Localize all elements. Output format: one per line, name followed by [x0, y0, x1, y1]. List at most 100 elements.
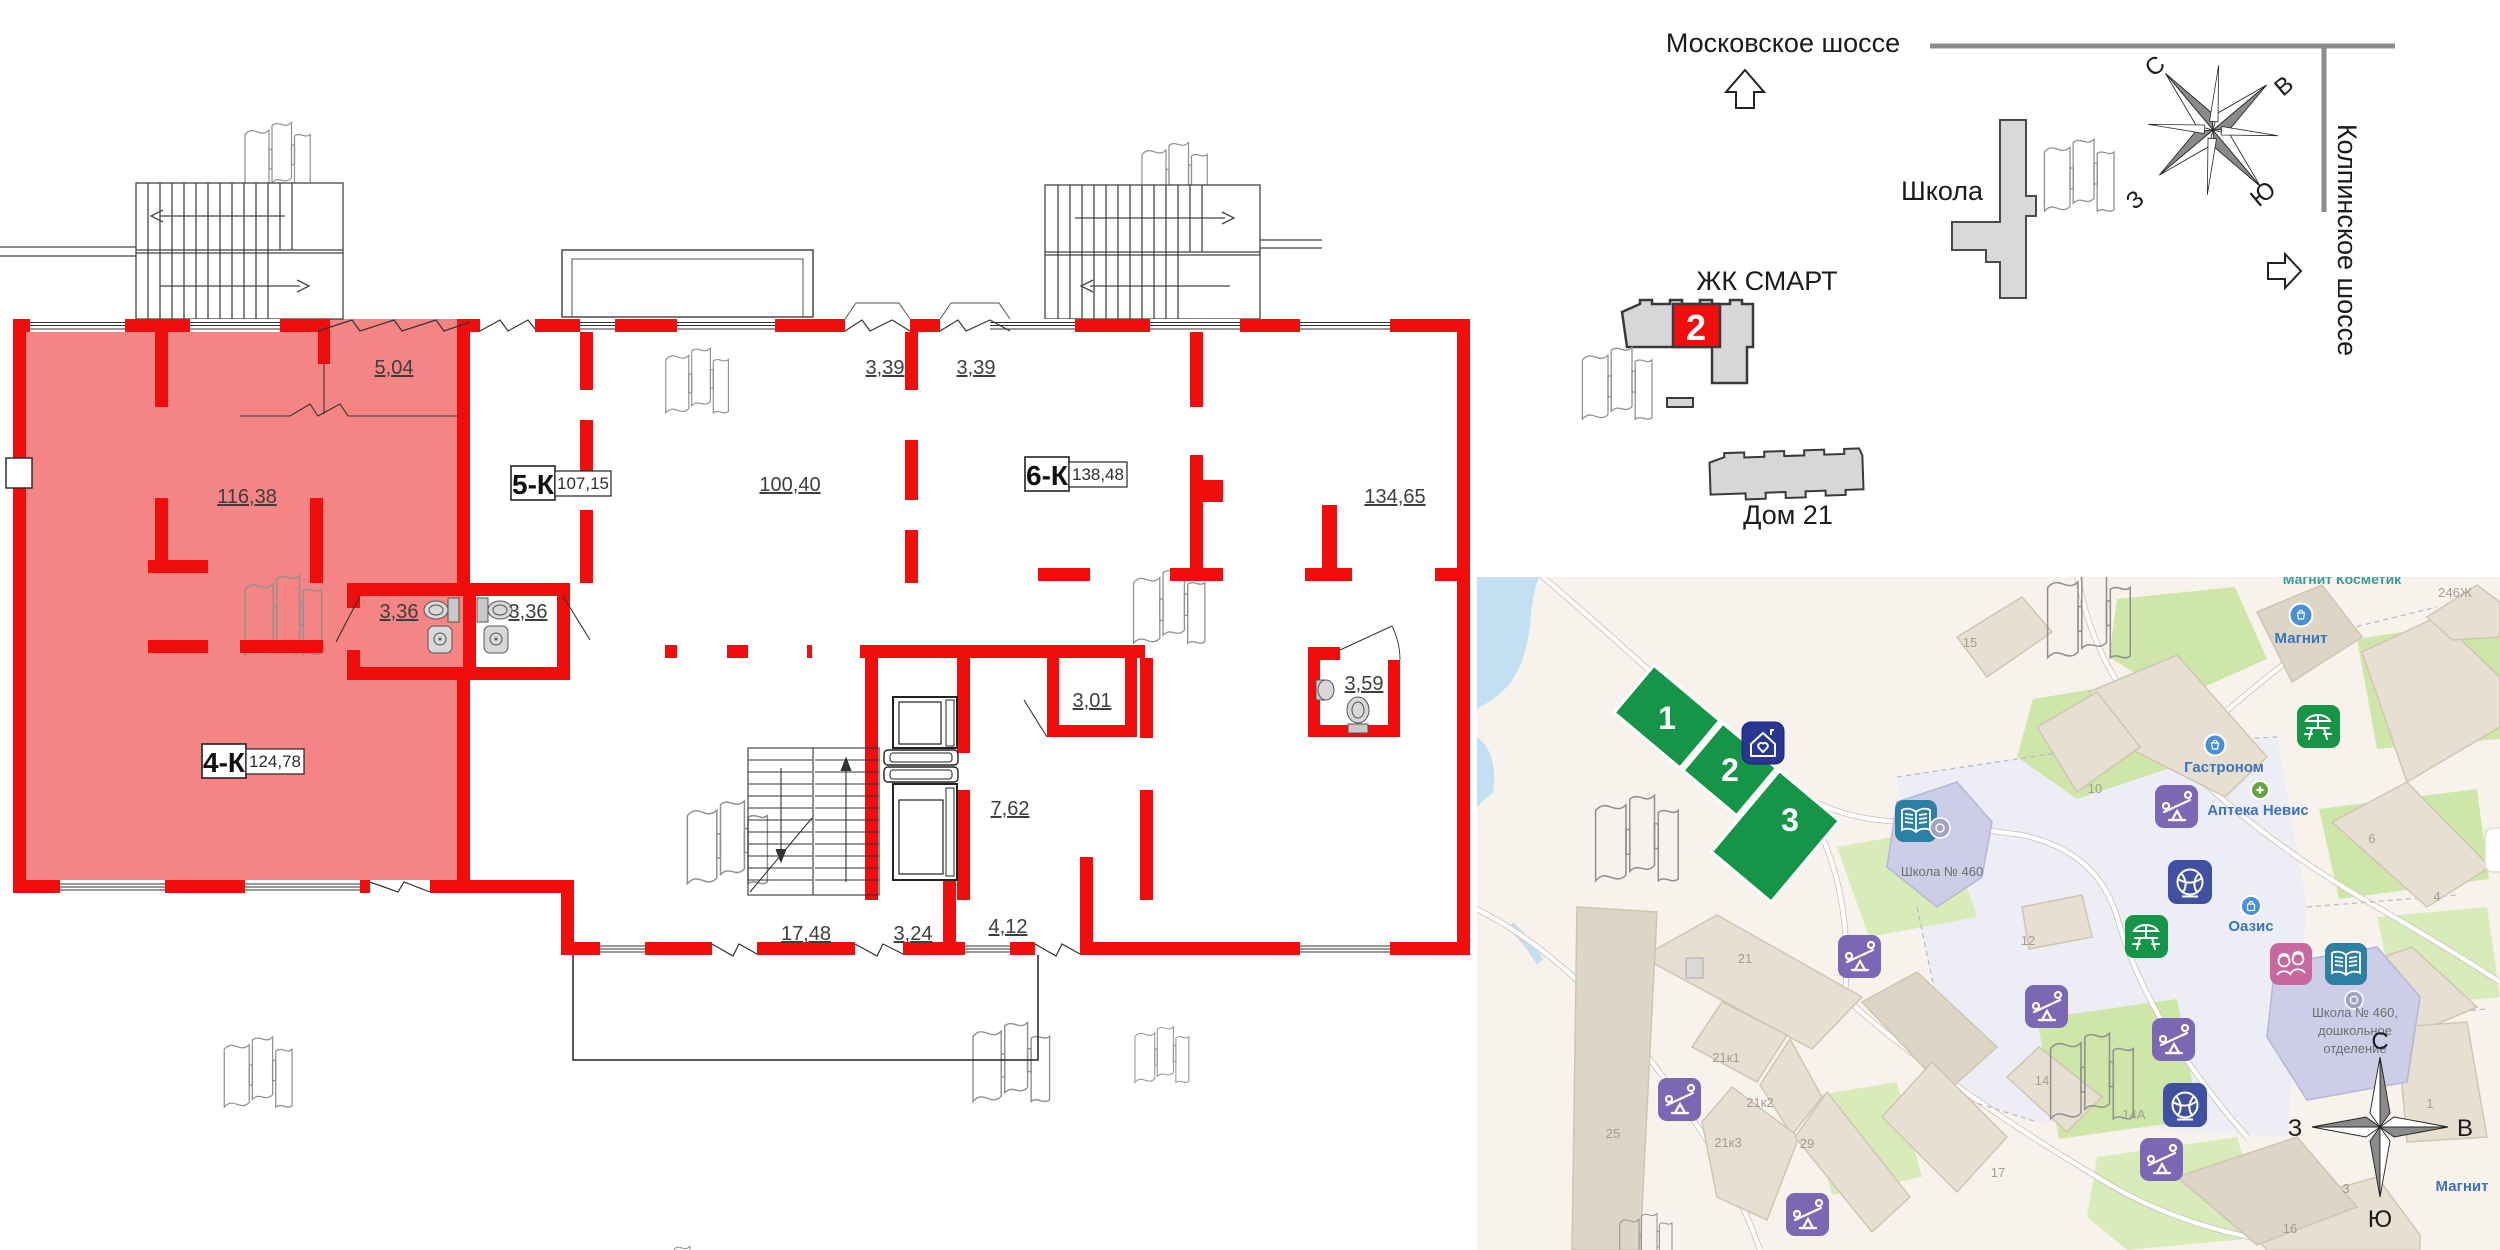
house-number-14a: 14А [2122, 1107, 2145, 1122]
area-3-39-right: 3,39 [957, 357, 996, 379]
green-building-2-number: 2 [1721, 752, 1739, 788]
north-arrow-icon [1723, 68, 1767, 109]
magnit-top-icon [2288, 602, 2314, 628]
house-number-246zh: 246Ж [2438, 585, 2472, 600]
map-compass-s: Ю [2368, 1206, 2392, 1233]
gastronom-icon [2203, 733, 2227, 757]
school460-logo-icon [1929, 817, 1951, 839]
site-complex-building: 2 [1620, 298, 1755, 408]
area-3-36-left: 3,36 [380, 601, 419, 623]
unit-label-5k[interactable]: 5-К 107,15 [510, 465, 612, 501]
staircase-middle [1044, 184, 1322, 320]
green-building-1-number: 1 [1658, 700, 1676, 736]
site-compass-e: В [2269, 71, 2299, 102]
walls [13, 319, 1470, 955]
site-compass-n: С [2140, 50, 2171, 82]
balcony-outline-5k [561, 249, 814, 318]
preschool-label-1: Школа № 460, [2312, 1005, 2398, 1020]
house-number-14: 14 [2035, 1073, 2049, 1088]
area-116-38: 116,38 [217, 486, 277, 508]
unit-4k-area: 124,78 [249, 752, 301, 771]
magnit-bottom-label: Магнит [2436, 1178, 2489, 1195]
site-dom21-label: Дом 21 [1743, 500, 1833, 530]
site-school-label: Школа [1901, 176, 1984, 206]
area-4-12: 4,12 [989, 916, 1028, 938]
gastronom-label: Гастроном [2184, 759, 2264, 776]
site-compass: С В Ю З [2121, 50, 2299, 215]
magnit-kosmetik-label: Магнит Косметик [2283, 577, 2402, 587]
unit-6k-name: 6-К [1026, 460, 1069, 491]
staircase-left [0, 182, 344, 320]
area-3-24: 3,24 [894, 923, 933, 945]
preschool-label-3: отделение [2323, 1041, 2386, 1056]
apteka-label: Аптека Невис [2207, 802, 2309, 819]
house-number-10: 10 [2088, 781, 2102, 796]
area-5-04: 5,04 [375, 357, 414, 379]
playground-icon-4 [1786, 1193, 1829, 1236]
site-compass-w: З [2121, 185, 2149, 215]
preschool-logo-icon [2344, 990, 2364, 1010]
terrace-outline [572, 955, 1039, 1061]
area-labels: 116,38 5,04 3,36 3,36 3,39 3,39 100,40 1… [217, 357, 1425, 945]
road-moskovskoe-label: Московское шоссе [1666, 28, 1900, 58]
oazis-label: Оазис [2228, 918, 2273, 935]
unit-4k-name: 4-К [203, 747, 246, 778]
site-school-building [1951, 119, 2037, 299]
map-poi-icons [1658, 705, 2367, 1236]
school460-label: Школа № 460 [1901, 864, 1983, 879]
green-building-3-number: 3 [1781, 802, 1799, 838]
map-buildings [1571, 584, 2500, 1250]
bathroom-fixtures [423, 597, 1370, 734]
floor-plan: 116,38 5,04 3,36 3,36 3,39 3,39 100,40 1… [0, 121, 1470, 1250]
sports-icon-1 [2168, 860, 2212, 904]
map-school-grounds [1897, 737, 2307, 1137]
house-number-21k1: 21к1 [1712, 1050, 1739, 1065]
house-number-1: 1 [2426, 1096, 2433, 1111]
staircase-core [747, 747, 880, 896]
map-water [1477, 577, 1543, 965]
sports-icon-2 [2163, 1083, 2207, 1127]
site-building-2[interactable]: 2 [1671, 302, 1722, 349]
openings [5, 319, 1401, 957]
green-building-1[interactable] [1611, 663, 1722, 771]
site-ghost-1 [2043, 138, 2115, 212]
unit-4k-highlight[interactable] [13, 319, 470, 893]
magnit-top-label: Магнит [2275, 630, 2328, 647]
apteka-icon [2250, 780, 2270, 800]
house-number-21k3: 21к3 [1714, 1135, 1741, 1150]
house-number-21: 21 [1738, 951, 1752, 966]
house-number-12: 12 [2021, 933, 2035, 948]
house-number-6: 6 [2368, 831, 2375, 846]
area-3-59: 3,59 [1345, 673, 1384, 695]
house-number-17: 17 [1991, 1165, 2005, 1180]
unit-label-4k[interactable]: 4-К 124,78 [201, 743, 305, 779]
unit-labels: 4-К 124,78 5-К 107,15 6-К 138,48 [201, 456, 1128, 779]
site-dom21-building [1708, 447, 1865, 501]
map-compass-e: В [2457, 1115, 2473, 1142]
map-house-numbers: 15 10 6 4 12 14 14А 21 21к1 21к2 21к3 25… [1606, 585, 2472, 1236]
complex-logo-icon [1741, 721, 1785, 765]
playground-icon-7 [2140, 1138, 2183, 1181]
map-compass-w: З [2288, 1115, 2303, 1142]
house-number-25: 25 [1606, 1126, 1620, 1141]
elevators [883, 696, 959, 881]
house-number-21k2: 21к2 [1746, 1095, 1773, 1110]
picnic-icon-1 [2297, 705, 2340, 748]
house-number-15: 15 [1963, 635, 1977, 650]
map-green-complex: 1 2 3 [1611, 663, 1842, 905]
kindergarten-icon [2270, 943, 2312, 985]
east-arrow-icon [2267, 251, 2303, 291]
site-ghost-2 [1581, 346, 1653, 420]
area-3-01: 3,01 [1073, 690, 1112, 712]
house-number-16: 16 [2283, 1221, 2297, 1236]
area-134-65: 134,65 [1364, 486, 1425, 508]
green-building-3[interactable] [1709, 768, 1842, 905]
playground-icon-6 [2152, 1018, 2195, 1061]
picnic-icon-2 [2125, 915, 2168, 958]
area-17-48: 17,48 [781, 923, 831, 945]
unit-label-6k[interactable]: 6-К 138,48 [1024, 456, 1128, 492]
bay-windows [844, 302, 1011, 320]
site-roads [1930, 43, 2395, 212]
site-complex-label: ЖК СМАРТ [1696, 266, 1837, 296]
area-3-36-right: 3,36 [509, 601, 548, 623]
